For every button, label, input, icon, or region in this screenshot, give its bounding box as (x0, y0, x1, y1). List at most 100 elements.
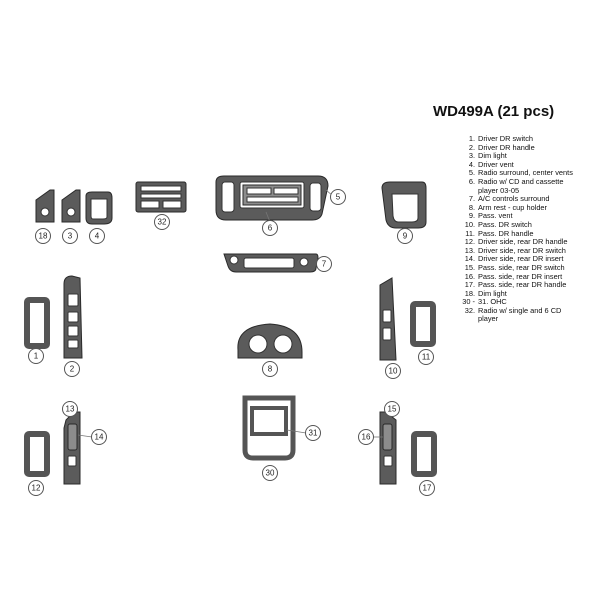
callout-18: 18 (35, 228, 51, 244)
legend-item-number: 9. (468, 211, 475, 221)
part-2-driver-dr-handle (63, 275, 83, 359)
legend-item-text: Pass. side, rear DR handle (478, 280, 567, 290)
svg-text:32: 32 (158, 218, 167, 227)
legend-item-text: Driver side, rear DR switch (478, 245, 566, 255)
legend-item: 18.Dim light (458, 288, 598, 299)
callout-31: 31 (305, 425, 321, 441)
legend-item: 1.Driver DR switch (458, 134, 598, 144)
callout-7: 7 (316, 256, 332, 272)
legend-item: 11.Pass. DR handle (458, 228, 598, 239)
legend-item-text: Pass. DR handle (478, 228, 534, 238)
legend-item-number: 30 - (462, 297, 475, 307)
svg-text:2: 2 (70, 365, 75, 374)
callout-markers: 18 3 4 32 6 5 9 7 1 2 8 10 11 13 14 12 3… (28, 189, 435, 496)
part-9-pass-vent (381, 181, 427, 229)
legend-item-text: Driver DR switch (478, 134, 534, 143)
svg-text:13: 13 (66, 405, 75, 414)
legend-item-number: 1. (468, 134, 475, 143)
callout-17: 17 (419, 480, 435, 496)
legend-item: 13.Driver side, rear DR switch (458, 245, 598, 256)
svg-text:16: 16 (362, 433, 371, 442)
callout-13: 13 (62, 401, 78, 417)
legend-item-number: 16. (464, 271, 475, 281)
svg-text:30: 30 (266, 469, 275, 478)
legend-item: 2.Driver DR handle (458, 142, 598, 153)
callout-32: 32 (154, 214, 170, 230)
legend-item-number: 12. (464, 237, 475, 247)
callout-14: 14 (91, 429, 107, 445)
legend-item-text: Driver side, rear DR insert (478, 254, 564, 264)
legend-item: 14.Driver side, rear DR insert (458, 255, 598, 264)
legend-item: 7.A/C controls surround (458, 194, 598, 204)
part-12-driver-rear-dr-handle (24, 431, 50, 477)
legend-item-text: Dim light (478, 288, 507, 298)
legend-item-text: Pass. side, rear DR switch (478, 262, 565, 272)
svg-text:14: 14 (95, 433, 104, 442)
legend-item: 6.Radio w/ CD and cassette (458, 176, 598, 187)
legend-item-number: 3. (468, 151, 475, 161)
legend-item: 8.Arm rest - cup holder (458, 202, 598, 213)
legend-item: 5.Radio surround, center vents (458, 169, 598, 178)
callout-30: 30 (262, 465, 278, 481)
legend-item: player (458, 315, 598, 324)
legend-item-number: 2. (468, 142, 475, 152)
callout-12: 12 (28, 480, 44, 496)
legend-item-number: 18. (464, 288, 475, 298)
legend-item: 16.Pass. side, rear DR insert (458, 271, 598, 282)
svg-text:11: 11 (422, 353, 431, 362)
legend-item-number: 8. (468, 202, 475, 212)
part-16-pass-rear-dr-insert (382, 423, 393, 451)
legend-item-text: Radio w/ CD and cassette (478, 176, 564, 186)
part-7-ac-controls-surround (223, 253, 319, 273)
legend-item-text: A/C controls surround (478, 194, 550, 204)
legend-item-text: Pass. side, rear DR insert (478, 271, 563, 281)
callout-15: 15 (384, 401, 400, 417)
callout-2: 2 (64, 361, 80, 377)
svg-text:31: 31 (309, 429, 318, 438)
legend-item: 17.Pass. side, rear DR handle (458, 280, 598, 290)
part-17-pass-rear-dr-handle (411, 431, 437, 477)
svg-text:4: 4 (95, 232, 100, 241)
legend-item: 4.Driver vent (458, 159, 598, 170)
svg-text:8: 8 (268, 365, 273, 374)
legend-item-text: 31. OHC (478, 297, 507, 307)
legend-item-text: player 03-05 (478, 185, 520, 195)
legend-item-text: Pass. vent (478, 211, 513, 221)
legend-item-text: player (478, 314, 499, 324)
part-4-driver-vent (85, 191, 113, 225)
kit-title: WD499A (21 pcs) (433, 103, 555, 120)
part-18-dim-light (35, 189, 55, 223)
legend-item-text: Driver vent (478, 159, 514, 169)
legend-item: 10.Pass. DR switch (458, 219, 598, 230)
legend-item-number: 15. (464, 262, 475, 272)
legend-item-number: 5. (468, 168, 475, 178)
legend-item-text: Arm rest - cup holder (478, 202, 548, 212)
callout-4: 4 (89, 228, 105, 244)
callout-9: 9 (397, 228, 413, 244)
svg-text:6: 6 (268, 224, 273, 233)
legend-item-number: 4. (468, 159, 475, 169)
part-3-dim-light (61, 189, 81, 223)
legend-item-text: Pass. DR switch (478, 219, 532, 229)
legend-item-number: 11. (465, 228, 475, 238)
part-6-radio-cd-cassette (242, 184, 302, 206)
svg-text:15: 15 (388, 405, 397, 414)
callout-11: 11 (418, 349, 434, 365)
legend-item-text: Radio surround, center vents (478, 168, 573, 178)
legend-item: 32.Radio w/ single and 6 CD (458, 305, 598, 316)
legend-item-number: 7. (468, 194, 475, 204)
legend-item-text: Driver side, rear DR handle (478, 237, 568, 247)
part-14-driver-rear-dr-insert (67, 423, 78, 451)
legend-item-text: Radio w/ single and 6 CD (478, 305, 562, 315)
legend-item: 9.Pass. vent (458, 212, 598, 221)
callout-5: 5 (330, 189, 346, 205)
legend-item: 12.Driver side, rear DR handle (458, 237, 598, 247)
svg-text:3: 3 (68, 232, 73, 241)
svg-text:17: 17 (423, 484, 432, 493)
legend-item-number: 13. (464, 245, 475, 255)
svg-text:12: 12 (32, 484, 41, 493)
svg-text:9: 9 (403, 232, 408, 241)
legend-item-number: 14. (464, 254, 475, 264)
